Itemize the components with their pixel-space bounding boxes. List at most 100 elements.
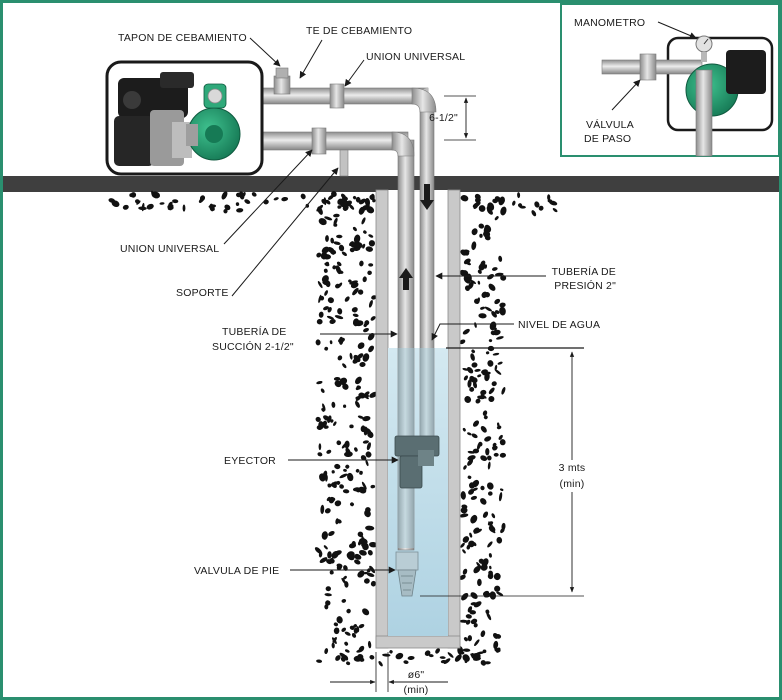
gravel-stone — [488, 283, 496, 291]
gravel-stone — [318, 421, 324, 430]
gravel-stone — [488, 491, 493, 496]
gravel-stone — [167, 204, 174, 210]
gravel-stone — [325, 199, 331, 205]
gravel-stone — [362, 353, 370, 362]
gravel-stone — [354, 559, 361, 565]
gravel-stone — [360, 455, 367, 461]
gravel-stone — [111, 200, 120, 208]
gravel-stone — [461, 592, 469, 601]
gravel-stone — [353, 624, 358, 628]
gravel-stone — [480, 660, 487, 666]
label-tuberia-presion-2: PRESIÓN 2" — [554, 279, 616, 292]
gravel-stone — [485, 609, 490, 614]
label-tuberia-succion-2: SUCCIÓN 2-1/2" — [212, 340, 294, 353]
gravel-stone — [460, 195, 469, 202]
gravel-stone — [365, 246, 373, 252]
gravel-stone — [349, 204, 355, 210]
gravel-stone — [512, 200, 516, 206]
gravel-stone — [494, 647, 501, 653]
gravel-stone — [342, 363, 347, 369]
gravel-stone — [324, 290, 328, 296]
gravel-stone — [487, 461, 491, 470]
gravel-stone — [501, 387, 506, 395]
gravel-stone — [334, 500, 342, 507]
gravel-stone — [463, 637, 468, 642]
gravel-stone — [487, 521, 494, 526]
gravel-stone — [344, 649, 350, 653]
gravel-stone — [336, 564, 343, 571]
gravel-stone — [469, 386, 475, 392]
gravel-stone — [364, 395, 369, 400]
gravel-stone — [221, 191, 228, 200]
label-tuberia-succion-1: TUBERÍA DE — [222, 325, 286, 338]
gravel-stone — [357, 289, 364, 295]
gravel-soil — [108, 190, 558, 667]
gravel-stone — [460, 507, 468, 514]
gravel-stone — [331, 550, 339, 559]
gravel-stone — [470, 514, 478, 524]
gravel-stone — [344, 296, 350, 302]
gravel-stone — [477, 395, 486, 400]
gravel-stone — [496, 537, 503, 544]
gravel-stone — [324, 648, 329, 655]
label-te-cebamiento: TE DE CEBAMIENTO — [306, 25, 412, 37]
gravel-stone — [471, 241, 477, 251]
gravel-stone — [341, 627, 347, 632]
gravel-stone — [361, 217, 366, 225]
gravel-stone — [365, 451, 372, 458]
gravel-stone — [475, 197, 481, 203]
gravel-stone — [343, 565, 348, 571]
gravel-stone — [182, 204, 186, 212]
gravel-stone — [358, 486, 367, 494]
gravel-stone — [378, 661, 383, 667]
gravel-stone — [497, 422, 500, 427]
gravel-stone — [519, 205, 526, 209]
gravel-stone — [478, 313, 487, 319]
gravel-stone — [322, 470, 328, 479]
gravel-stone — [484, 372, 490, 382]
gravel-stone — [339, 473, 348, 479]
gravel-stone — [333, 241, 341, 245]
gravel-stone — [488, 339, 493, 343]
pipe-support — [339, 149, 349, 177]
gravel-stone — [334, 463, 341, 470]
gravel-stone — [371, 295, 377, 300]
gravel-stone — [500, 527, 505, 534]
gravel-stone — [316, 380, 323, 385]
gravel-stone — [368, 299, 373, 308]
gravel-stone — [341, 598, 347, 603]
gravel-stone — [477, 280, 481, 285]
arrow-down-icon — [420, 184, 434, 210]
gravel-stone — [475, 398, 481, 404]
gravel-stone — [474, 639, 480, 647]
gravel-stone — [320, 388, 325, 393]
gravel-stone — [323, 306, 329, 311]
gravel-stone — [534, 201, 540, 208]
gravel-stone — [362, 205, 368, 211]
gravel-stone — [316, 252, 322, 258]
gravel-stone — [327, 194, 334, 200]
gravel-stone — [135, 199, 140, 204]
gravel-stone — [318, 311, 324, 318]
gravel-stone — [341, 251, 347, 257]
gravel-stone — [235, 202, 240, 206]
gravel-stone — [332, 265, 337, 270]
gravel-stone — [471, 349, 475, 354]
gravel-stone — [489, 565, 492, 570]
gravel-stone — [331, 642, 335, 649]
gravel-stone — [486, 455, 492, 461]
pump-icon — [186, 83, 241, 161]
gravel-stone — [129, 193, 134, 198]
gravel-stone — [210, 206, 215, 211]
gravel-stone — [335, 655, 341, 661]
gravel-stone — [477, 374, 482, 378]
gravel-stone — [480, 485, 485, 491]
gravel-stone — [495, 272, 504, 277]
gravel-stone — [477, 269, 482, 274]
gravel-stone — [326, 315, 334, 320]
gravel-stone — [344, 451, 353, 458]
gravel-stone — [369, 391, 378, 398]
gravel-stone — [468, 281, 474, 289]
gravel-stone — [443, 658, 451, 664]
gravel-stone — [352, 195, 357, 200]
